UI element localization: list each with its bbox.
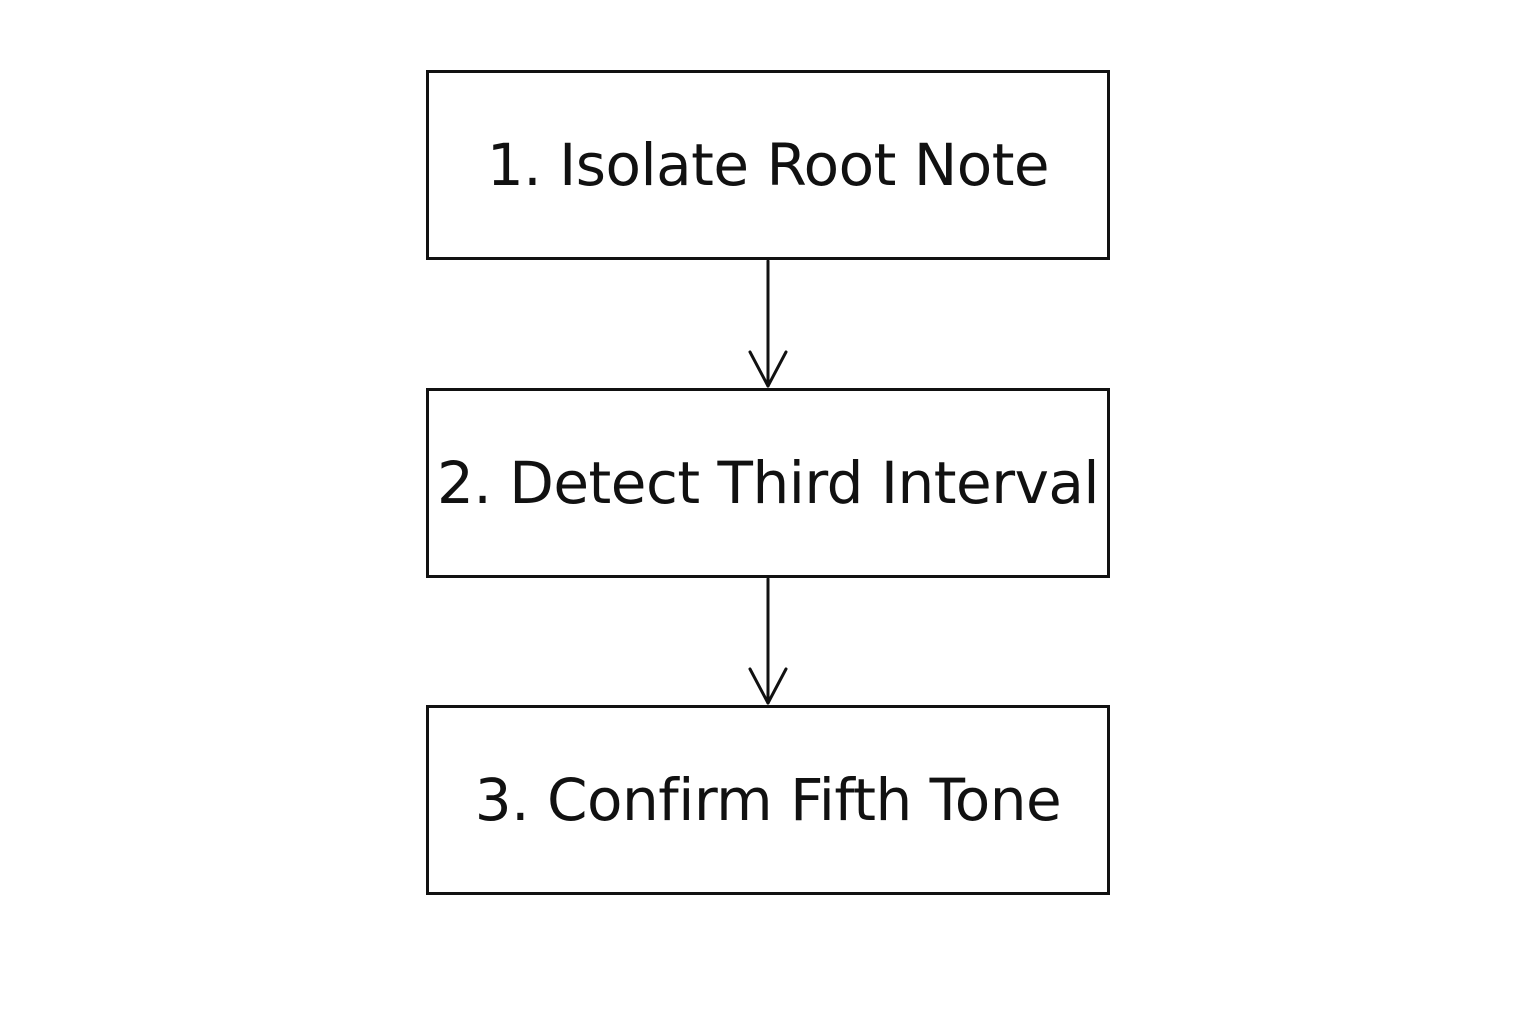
- step-box-confirm-fifth-tone: 3. Confirm Fifth Tone: [426, 705, 1110, 895]
- step-box-detect-third-interval: 2. Detect Third Interval: [426, 388, 1110, 578]
- arrow-2-to-3: [748, 577, 788, 705]
- step-label: 3. Confirm Fifth Tone: [474, 766, 1062, 834]
- arrow-head-down-icon: [748, 350, 788, 388]
- step-label: 1. Isolate Root Note: [486, 131, 1050, 199]
- arrow-1-to-2: [748, 259, 788, 388]
- arrow-head-down-icon: [748, 667, 788, 705]
- step-label: 2. Detect Third Interval: [436, 449, 1100, 517]
- step-box-isolate-root-note: 1. Isolate Root Note: [426, 70, 1110, 260]
